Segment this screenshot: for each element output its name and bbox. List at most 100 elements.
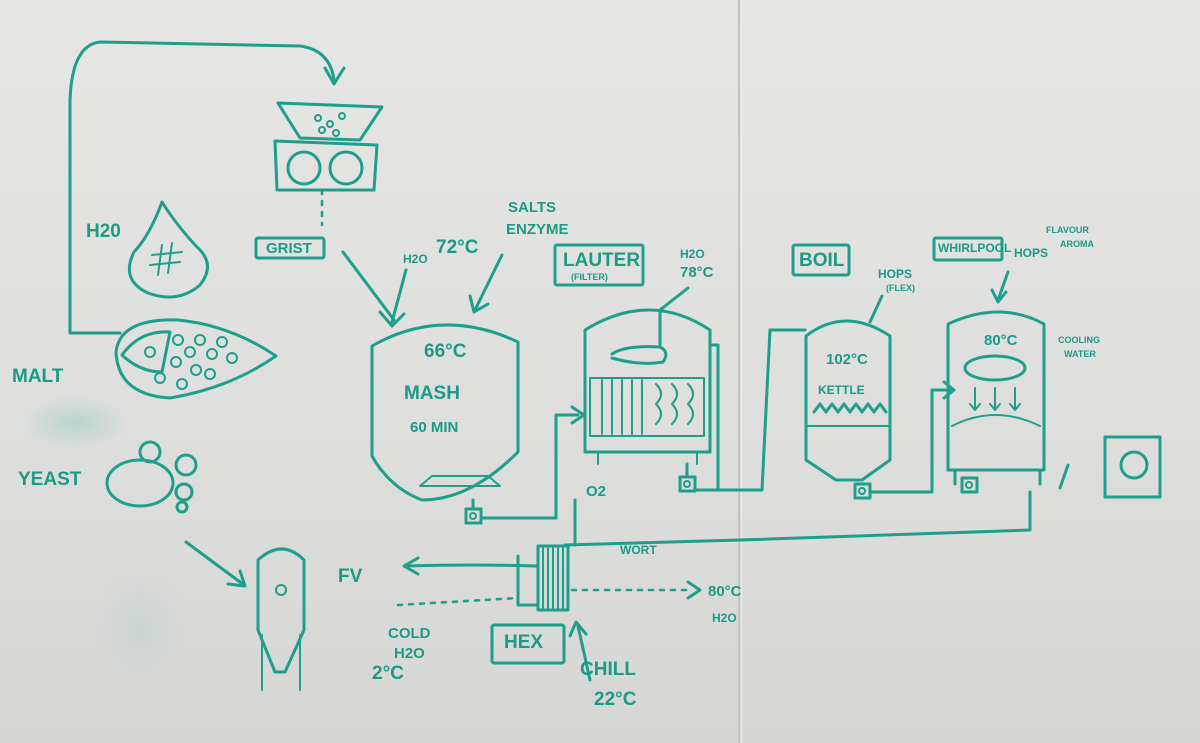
water-to-mash-arrow — [390, 268, 408, 324]
salts-label: SALTS — [508, 199, 557, 216]
kettle-outlet-pump — [853, 482, 872, 500]
mill-hopper-icon — [276, 101, 384, 142]
lauter-label: LAUTER — [563, 250, 641, 271]
mash-to-lauter-pipe — [471, 413, 580, 520]
lauter-grain-bed — [589, 377, 705, 437]
heat-exchanger-icon — [536, 544, 570, 612]
hex-side-pipe — [516, 554, 538, 607]
malt-grain-inner — [120, 330, 172, 374]
lauter-pump-port — [683, 480, 691, 488]
grist-label: GRIST — [266, 240, 312, 257]
wort-label: WORT — [620, 543, 657, 557]
fermentation-vessel-legs — [261, 634, 301, 691]
mash-arrowhead — [378, 310, 406, 328]
boil-hops-sub-label: (FLEX) — [886, 283, 915, 293]
malt-grain-seeds — [144, 334, 238, 390]
panel-seam — [738, 0, 740, 743]
whirlpool-label-box — [932, 236, 1004, 262]
chill-label: CHILL — [580, 659, 636, 680]
grist-to-mash-arrow — [341, 250, 396, 322]
whirlpool-trub-cone — [951, 414, 1041, 427]
water-label-cooling: WATER — [1064, 349, 1096, 359]
yeast-label: YEAST — [18, 469, 82, 490]
hex-label-box — [490, 623, 566, 665]
mash-tun-outlet-pump — [464, 507, 483, 525]
cold-label: COLD — [388, 625, 431, 642]
lauter-tun-icon — [583, 308, 712, 454]
mill-body-icon — [273, 139, 379, 192]
hops-whirlpool-arrow — [996, 270, 1010, 302]
malt-to-mill-arrow — [68, 40, 336, 335]
mash-temp-label: 66°C — [424, 341, 467, 362]
cold-temp-label: 2°C — [372, 663, 404, 684]
chill-arrow — [576, 624, 592, 682]
cooling-water-return — [1058, 463, 1070, 490]
fermentation-vessel-icon — [256, 547, 306, 674]
wort-to-fv-arrow — [403, 563, 538, 568]
mash-tun-icon — [370, 323, 520, 502]
mash-label: MASH — [404, 383, 460, 404]
yeast-cells-icon — [105, 440, 198, 514]
boil-label: BOIL — [799, 250, 845, 271]
boil-label-box — [791, 243, 851, 277]
pump-symbol-icon — [1119, 450, 1149, 480]
lauter-sparge-arm — [610, 345, 668, 365]
boil-hops-label: HOPS — [878, 267, 913, 281]
whirlpool-to-hex-pipe — [563, 490, 1032, 547]
chill-arrowhead — [568, 620, 588, 638]
aroma-label: AROMA — [1060, 239, 1094, 249]
eraser-smudge — [95, 575, 185, 685]
lauter-to-kettle-pipe — [685, 328, 807, 492]
lauter-sparge-feed — [658, 286, 690, 348]
whirlpool-legs — [953, 468, 1042, 486]
marker-smudge — [20, 395, 130, 450]
lauter-sub-label: (FILTER) — [571, 272, 608, 282]
yeast-to-fv-arrowhead — [226, 569, 247, 588]
lauter-rakes — [601, 379, 694, 435]
malt-label: MALT — [12, 366, 64, 387]
enzyme-label: ENZYME — [506, 221, 569, 238]
pump-symbol-box — [1103, 435, 1162, 499]
malt-to-mill-arrowhead — [323, 66, 346, 86]
kettle-temp-label: 102°C — [826, 351, 868, 368]
water-drop-icon — [127, 200, 209, 299]
mash-water-label: H2O — [403, 252, 428, 266]
salts-arrowhead — [468, 294, 490, 314]
lauter-label-box — [553, 243, 645, 287]
malt-grain-icon — [114, 318, 278, 400]
whirlpool-outlet-pump — [960, 476, 979, 494]
cooling-label: COOLING — [1058, 335, 1100, 345]
whirlpool-settling-arrows — [969, 387, 1021, 411]
lauter-temp-label: 78°C — [680, 264, 714, 281]
mash-pump-port — [469, 512, 477, 520]
flavour-label: FLAVOUR — [1046, 225, 1089, 235]
mill-roller-left-icon — [286, 150, 322, 186]
lauter-water-label: H2O — [680, 247, 705, 261]
lauter-outlet-pump — [678, 475, 697, 493]
whirlpool-hops-label: HOPS — [1014, 246, 1049, 260]
whirlpool-label: WHIRLPOOL — [938, 241, 1012, 255]
grist-box — [254, 236, 326, 260]
chill-temp-label: 22°C — [594, 689, 637, 710]
fermentation-vessel-port — [275, 584, 287, 596]
oxygen-label: O2 — [586, 483, 607, 500]
mash-time-label: 60 MIN — [410, 419, 459, 436]
hops-boil-arrow — [868, 294, 884, 324]
kettle-heating-coil — [812, 402, 888, 414]
mash-in-temp-label: 72°C — [436, 237, 479, 258]
whirlpool-vessel-icon — [946, 310, 1046, 472]
water-label: H20 — [86, 221, 121, 242]
cold-water-in-line — [396, 596, 520, 607]
hot-water-out-arrowhead — [686, 580, 702, 600]
water-drop-hash-icon — [149, 242, 183, 276]
salts-to-mash-arrow — [473, 253, 504, 312]
lauter-legs — [597, 451, 698, 465]
yeast-to-fv-arrow — [184, 540, 246, 587]
hops-whirlpool-arrowhead — [990, 288, 1008, 304]
whirlpool-vortex-icon — [963, 354, 1027, 382]
kettle-pump-port — [858, 487, 866, 495]
kettle-to-whirlpool-pipe — [868, 388, 952, 494]
hex-label: HEX — [504, 632, 544, 653]
